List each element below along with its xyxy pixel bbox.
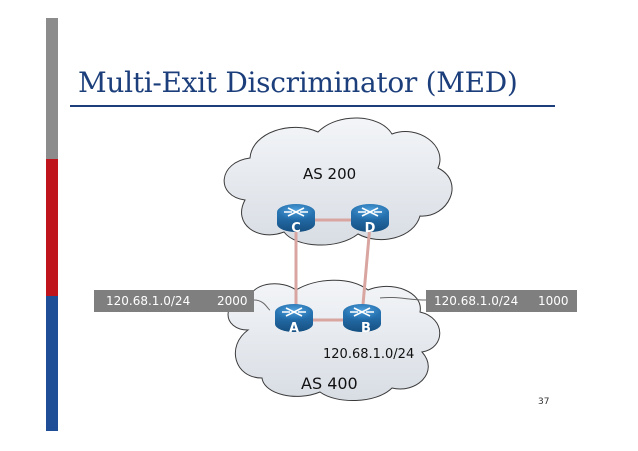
- accent-bar-blue: [46, 296, 58, 431]
- slide-title: Multi-Exit Discriminator (MED): [78, 66, 518, 99]
- router-icon: [277, 204, 315, 232]
- right-route-connector: [379, 296, 427, 301]
- as-200-label: AS 200: [303, 165, 356, 183]
- page-number: 37: [538, 397, 550, 407]
- accent-bar-red: [46, 159, 58, 296]
- accent-bar-grey: [46, 18, 58, 159]
- right-route-box: 120.68.1.0/24 1000: [426, 290, 577, 312]
- router-icon: [275, 304, 313, 332]
- router-icon: [351, 204, 389, 232]
- router-c: C: [277, 204, 315, 236]
- router-b-label: B: [361, 321, 371, 336]
- title-underline: [70, 105, 555, 107]
- router-d-label: D: [365, 221, 376, 236]
- left-route-box: 120.68.1.0/24 2000: [94, 290, 254, 312]
- right-route-prefix: 120.68.1.0/24: [434, 294, 519, 308]
- as-400-label: AS 400: [301, 374, 358, 393]
- left-route-med: 2000: [217, 294, 248, 308]
- router-a: A: [275, 304, 313, 336]
- left-route-connector: [253, 299, 271, 311]
- router-icon: [343, 304, 381, 332]
- router-a-label: A: [289, 321, 299, 336]
- router-c-label: C: [291, 221, 301, 236]
- router-b: B: [343, 304, 381, 336]
- router-d: D: [351, 204, 389, 236]
- left-route-prefix: 120.68.1.0/24: [106, 294, 191, 308]
- internal-prefix-label: 120.68.1.0/24: [323, 347, 414, 362]
- right-route-med: 1000: [538, 294, 569, 308]
